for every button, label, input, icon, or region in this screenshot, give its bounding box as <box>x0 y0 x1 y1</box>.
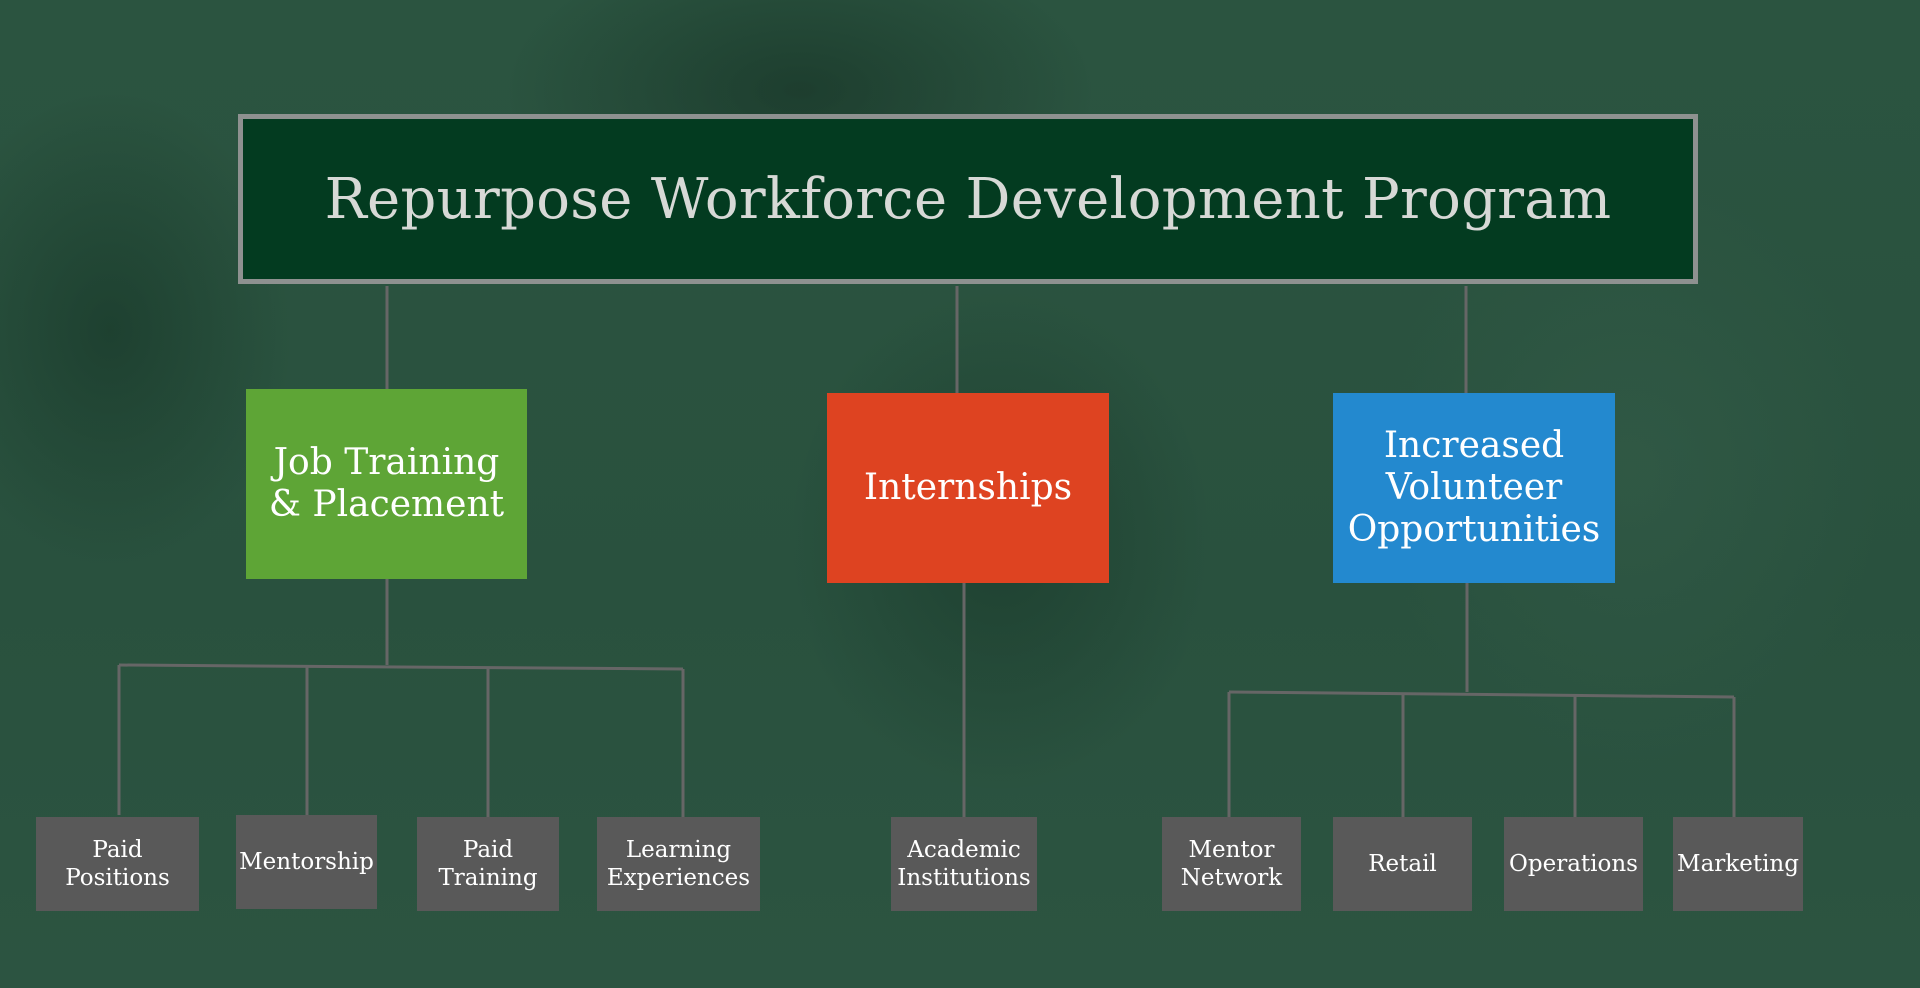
leaf-paid-positions: Paid Positions <box>36 817 199 911</box>
leaf-paid-training: Paid Training <box>417 817 559 911</box>
leaf-retail: Retail <box>1333 817 1472 911</box>
leaf-operations: Operations <box>1504 817 1643 911</box>
leaf-learning-experiences: Learning Experiences <box>597 817 760 911</box>
leaf-marketing: Marketing <box>1673 817 1803 911</box>
leaf-mentorship: Mentorship <box>236 815 377 909</box>
diagram-title: Repurpose Workforce Development Program <box>238 114 1698 284</box>
connector-cat3-bus <box>1228 690 1735 699</box>
leaf-academic-institutions: Academic Institutions <box>891 817 1037 911</box>
connector-cat1-bus <box>118 663 684 671</box>
leaf-mentor-network: Mentor Network <box>1162 817 1301 911</box>
category-job-training: Job Training & Placement <box>246 389 527 579</box>
category-volunteer: Increased Volunteer Opportunities <box>1333 393 1615 583</box>
category-internships: Internships <box>827 393 1109 583</box>
